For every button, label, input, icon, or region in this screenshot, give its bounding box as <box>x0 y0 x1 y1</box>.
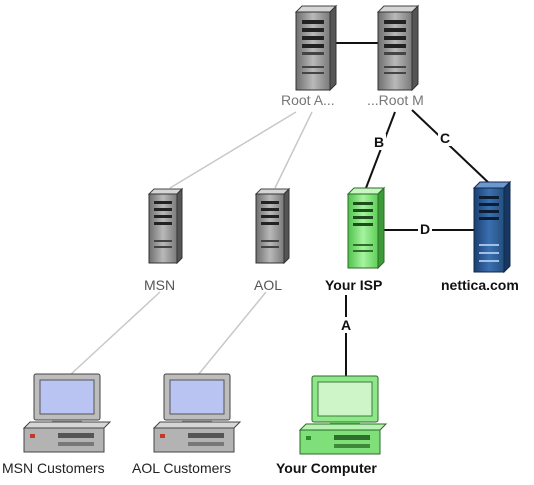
label-your-computer: Your Computer <box>276 460 377 476</box>
link-root-a-msn <box>169 111 297 189</box>
computer-msn-customers <box>22 373 112 453</box>
edge-label-a: A <box>339 317 354 333</box>
server-aol <box>254 187 291 265</box>
server-nettica <box>472 180 512 274</box>
label-root-m: ...Root M <box>367 92 424 108</box>
link-msn-msn-customers <box>69 291 161 376</box>
label-aol: AOL <box>254 277 283 293</box>
computer-your-computer <box>298 375 388 455</box>
label-your-isp: Your ISP <box>325 277 383 293</box>
server-root-m <box>376 4 420 92</box>
link-aol-aol-customers <box>197 291 267 376</box>
label-msn: MSN <box>144 277 176 293</box>
edge-label-c: C <box>438 130 453 146</box>
server-msn <box>147 187 184 265</box>
server-your-isp <box>346 186 386 270</box>
connection-lines <box>69 42 492 378</box>
computer-aol-customers <box>152 373 242 453</box>
link-b <box>365 111 396 189</box>
server-root-a <box>294 4 338 92</box>
edge-label-d: D <box>418 221 433 237</box>
edge-label-b: B <box>372 134 387 150</box>
label-msn-customers: MSN Customers <box>2 460 105 476</box>
link-c <box>411 109 492 186</box>
label-nettica: nettica.com <box>441 277 519 293</box>
label-aol-customers: AOL Customers <box>132 460 232 476</box>
link-root-a-aol <box>274 111 313 189</box>
label-root-a: Root A... <box>281 92 335 108</box>
